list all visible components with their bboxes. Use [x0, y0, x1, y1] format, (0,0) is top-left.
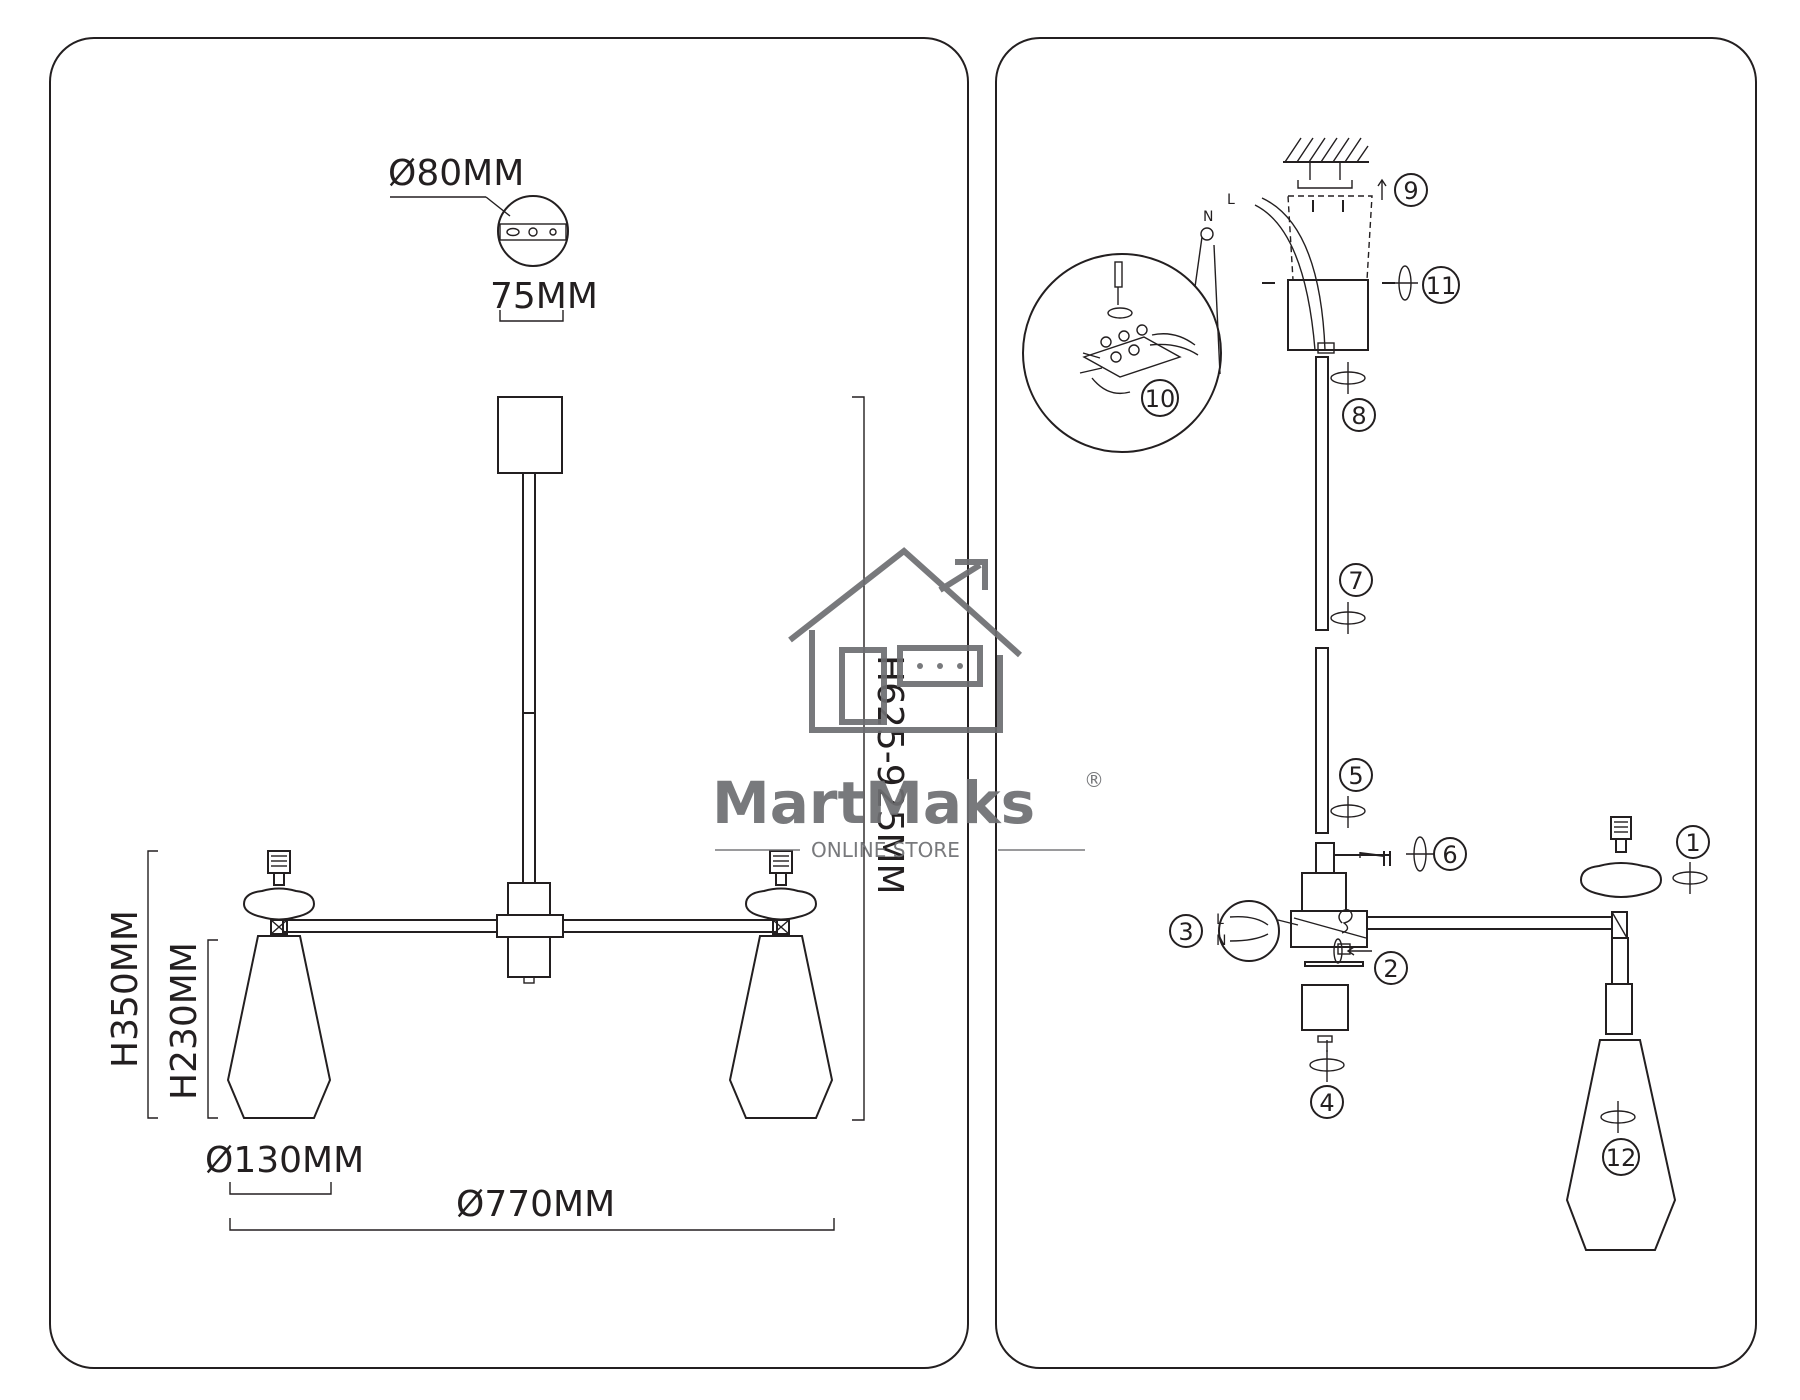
arm: [1366, 916, 1613, 930]
height-range-label: H625-925MM: [869, 655, 910, 895]
height-range-dimension: H625-925MM: [852, 396, 910, 1121]
svg-text:N: N: [1216, 933, 1226, 949]
watermark-brand: MartMaks: [712, 769, 1035, 837]
allen-key: [1350, 851, 1391, 866]
hub-bottom: [507, 936, 551, 978]
wire-live: [1261, 197, 1326, 351]
total-height-label: H350MM: [105, 910, 146, 1068]
step-10: 10: [1145, 385, 1176, 413]
canopy-cup: [1287, 279, 1369, 351]
decorative-collar: [242, 887, 316, 921]
hub-center: [496, 914, 564, 938]
hub-top: [507, 882, 551, 916]
mount-width-label: 75MM: [490, 276, 598, 317]
arm-left: [282, 919, 498, 933]
watermark-tagline: ONLINE STORE: [811, 838, 960, 862]
step-9: 9: [1403, 177, 1418, 205]
total-height-dimension: H350MM: [105, 850, 158, 1119]
ceiling-mount: N L: [1200, 136, 1395, 354]
screwdriver-icon: [1114, 261, 1123, 288]
step-12: 12: [1606, 1144, 1637, 1172]
decorative-collar: [1579, 862, 1663, 898]
lamp-assembly: [1565, 816, 1677, 1251]
wire-neutral: [1254, 204, 1316, 351]
shade-diameter-dimension: Ø130MM: [205, 1140, 364, 1195]
svg-text:L: L: [1216, 912, 1224, 928]
wire-label-neutral: N: [1203, 209, 1213, 225]
lamp-left: [226, 850, 332, 1119]
canopy-top-view: Ø80MM 75MM: [388, 153, 598, 322]
assembly-panel: [995, 37, 1757, 1369]
step-4: 4: [1319, 1089, 1334, 1117]
ground-symbol: [1200, 227, 1214, 241]
step-11: 11: [1426, 272, 1457, 300]
step-6: 6: [1442, 841, 1457, 869]
glass-shade: [1565, 1039, 1677, 1251]
rod-lower: [1315, 647, 1329, 834]
mounting-bar: [499, 223, 567, 241]
credit-card-icon: [897, 645, 983, 687]
rod-upper: [1315, 356, 1329, 631]
shade-height-dimension: H230MM: [164, 939, 218, 1119]
step-8: 8: [1351, 402, 1366, 430]
terminal-block: [1082, 336, 1182, 378]
step-1: 1: [1685, 829, 1700, 857]
house-roof-icon: [788, 547, 1023, 658]
shade-diameter-label: Ø130MM: [205, 1140, 364, 1181]
dimensions-panel: [49, 37, 969, 1369]
step-markers: 1 2 3 4 5 6 7 8 9 10 11 12: [1141, 173, 1710, 1176]
arm-right: [562, 919, 778, 933]
glass-shade: [226, 935, 332, 1119]
step-3: 3: [1178, 918, 1193, 946]
total-diameter-dimension: Ø770MM: [229, 1184, 835, 1231]
decorative-collar: [744, 887, 818, 921]
step-2: 2: [1383, 955, 1398, 983]
canopy-plate: [497, 195, 569, 267]
watermark-registered: ®: [1084, 768, 1104, 792]
wiring-detail: [1022, 236, 1222, 453]
ceiling-canopy: [497, 396, 563, 474]
hub-assembly: [1290, 842, 1628, 1043]
watermark: MartMaks ® ONLINE STORE: [712, 547, 1104, 862]
glass-shade: [728, 935, 834, 1119]
total-diameter-label: Ø770MM: [456, 1184, 615, 1225]
shade-height-label: H230MM: [164, 942, 205, 1100]
step-5: 5: [1348, 762, 1363, 790]
rotation-arrows: [1309, 265, 1708, 1133]
hub-cover: [1301, 984, 1349, 1031]
suspension-rod-upper: [522, 472, 536, 714]
chandelier-front-view: [226, 396, 834, 1119]
lamp-right: [728, 850, 834, 1119]
canopy-diameter-label: Ø80MM: [388, 153, 524, 194]
step-7: 7: [1348, 567, 1363, 595]
wire-label-live: L: [1227, 192, 1235, 208]
suspension-rod-lower: [522, 712, 536, 884]
connector-detail: L N: [1216, 900, 1299, 962]
